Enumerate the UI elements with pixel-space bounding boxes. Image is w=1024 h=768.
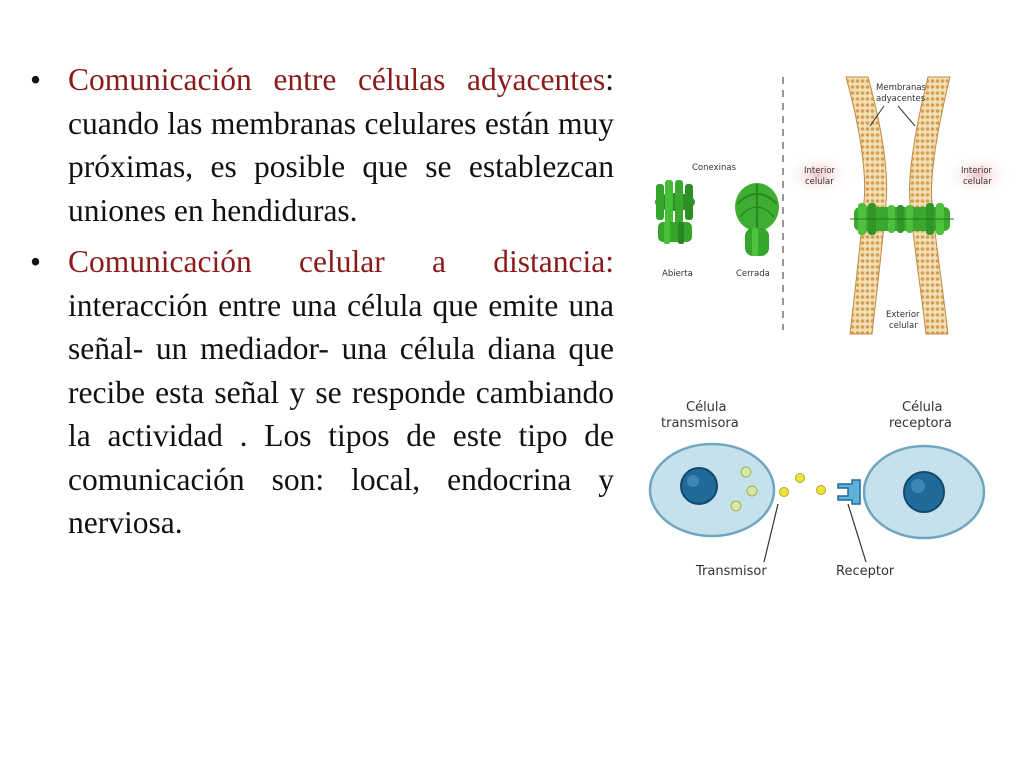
bullet-distance-communication: • Comunicación celular a distancia: inter… [30,240,614,545]
receptor-icon [837,479,861,505]
nucleus-icon [680,467,718,505]
gap-junction-channel-icon [850,203,954,235]
bullet-term: Comunicación entre células adyacentes [68,62,606,97]
bullet-term: Comunicación celular a distancia: [68,244,614,279]
label-interior-right-1: Interior [961,166,993,176]
label-conexinas: Conexinas [692,163,737,173]
signal-transmission-figure: Célula transmisora Célula receptora Tran… [648,400,986,579]
transmitting-cell [648,442,776,538]
connexin-closed-icon [735,183,779,256]
label-celula-receptora-1: Célula [902,400,943,415]
connexin-open-icon [655,180,695,244]
label-interior-left-1: Interior [804,166,836,176]
label-membranas-2: adyacentes [876,94,926,104]
label-celula-receptora-2: receptora [889,416,952,431]
label-abierta: Abierta [662,269,693,279]
signal-molecules [779,473,826,497]
label-membranas-1: Membranas [876,83,927,93]
label-transmisor: Transmisor [695,564,767,579]
bullet-adjacent-cells: • Comunicación entre células adyacentes: … [30,58,614,232]
slide-text: • Comunicación entre células adyacentes: … [30,58,614,553]
label-cerrada: Cerrada [736,269,770,279]
label-exterior-2: celular [889,321,918,331]
bullet-text: : cuando las membranas celulares están m… [68,62,614,228]
bullet-dot: • [30,244,42,279]
label-receptor: Receptor [836,564,895,579]
label-interior-right-2: celular [963,177,992,187]
bullet-dot: • [30,62,42,97]
receiving-cell [837,444,986,540]
gap-junction-figure: Conexinas Abierta Cerrada Interior celul… [655,76,1012,335]
membrane-left [845,76,888,335]
bullet-text: interacción entre una célula que emite u… [68,287,614,541]
nucleus-icon [903,471,945,513]
label-interior-left-2: celular [805,177,834,187]
label-exterior-1: Exterior [886,310,920,320]
label-celula-transmisora-1: Célula [686,400,727,415]
label-celula-transmisora-2: transmisora [661,416,739,431]
